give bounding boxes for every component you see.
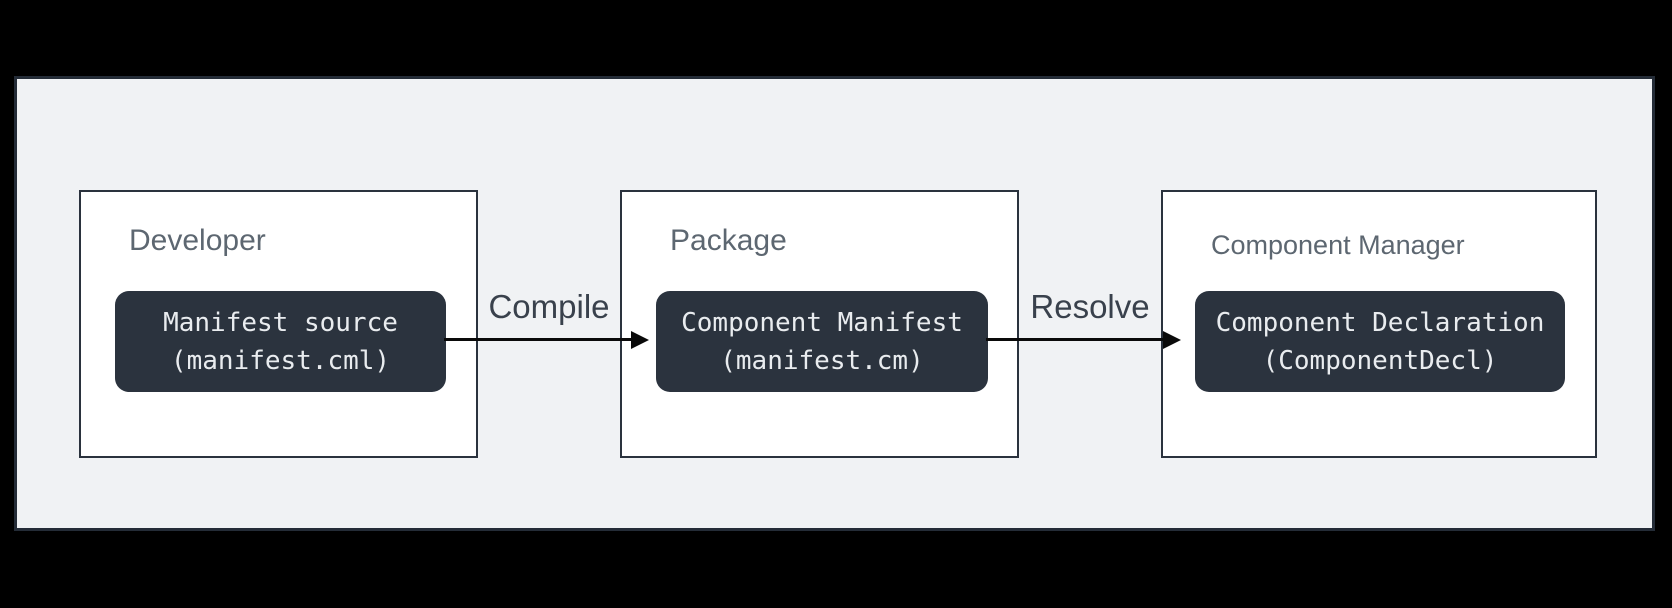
- group-box-developer: Developer Manifest source (manifest.cml): [79, 190, 478, 458]
- compile-arrow-line: [444, 338, 632, 341]
- node-manifest-source-line2: (manifest.cml): [170, 345, 391, 376]
- node-component-manifest-line1: Component Manifest: [681, 307, 963, 338]
- compile-arrowhead-icon: [631, 331, 649, 349]
- group-box-component-manager: Component Manager Component Declaration …: [1161, 190, 1597, 458]
- node-component-declaration: Component Declaration (ComponentDecl): [1195, 291, 1565, 392]
- group-label-developer: Developer: [129, 224, 266, 257]
- resolve-arrow-line: [986, 338, 1164, 341]
- resolve-arrowhead-icon: [1163, 331, 1181, 349]
- group-box-package: Package Component Manifest (manifest.cm): [620, 190, 1019, 458]
- node-component-declaration-line1: Component Declaration: [1215, 307, 1545, 338]
- compile-arrow-label: Compile: [488, 288, 610, 325]
- group-label-package: Package: [670, 224, 787, 257]
- resolve-arrow-label: Resolve: [1030, 288, 1150, 325]
- node-manifest-source: Manifest source (manifest.cml): [115, 291, 446, 392]
- group-label-component-manager: Component Manager: [1211, 230, 1465, 260]
- node-manifest-source-line1: Manifest source: [163, 307, 398, 338]
- node-component-manifest-line2: (manifest.cm): [720, 345, 924, 376]
- node-component-declaration-line2: (ComponentDecl): [1262, 345, 1498, 376]
- node-component-manifest: Component Manifest (manifest.cm): [656, 291, 988, 392]
